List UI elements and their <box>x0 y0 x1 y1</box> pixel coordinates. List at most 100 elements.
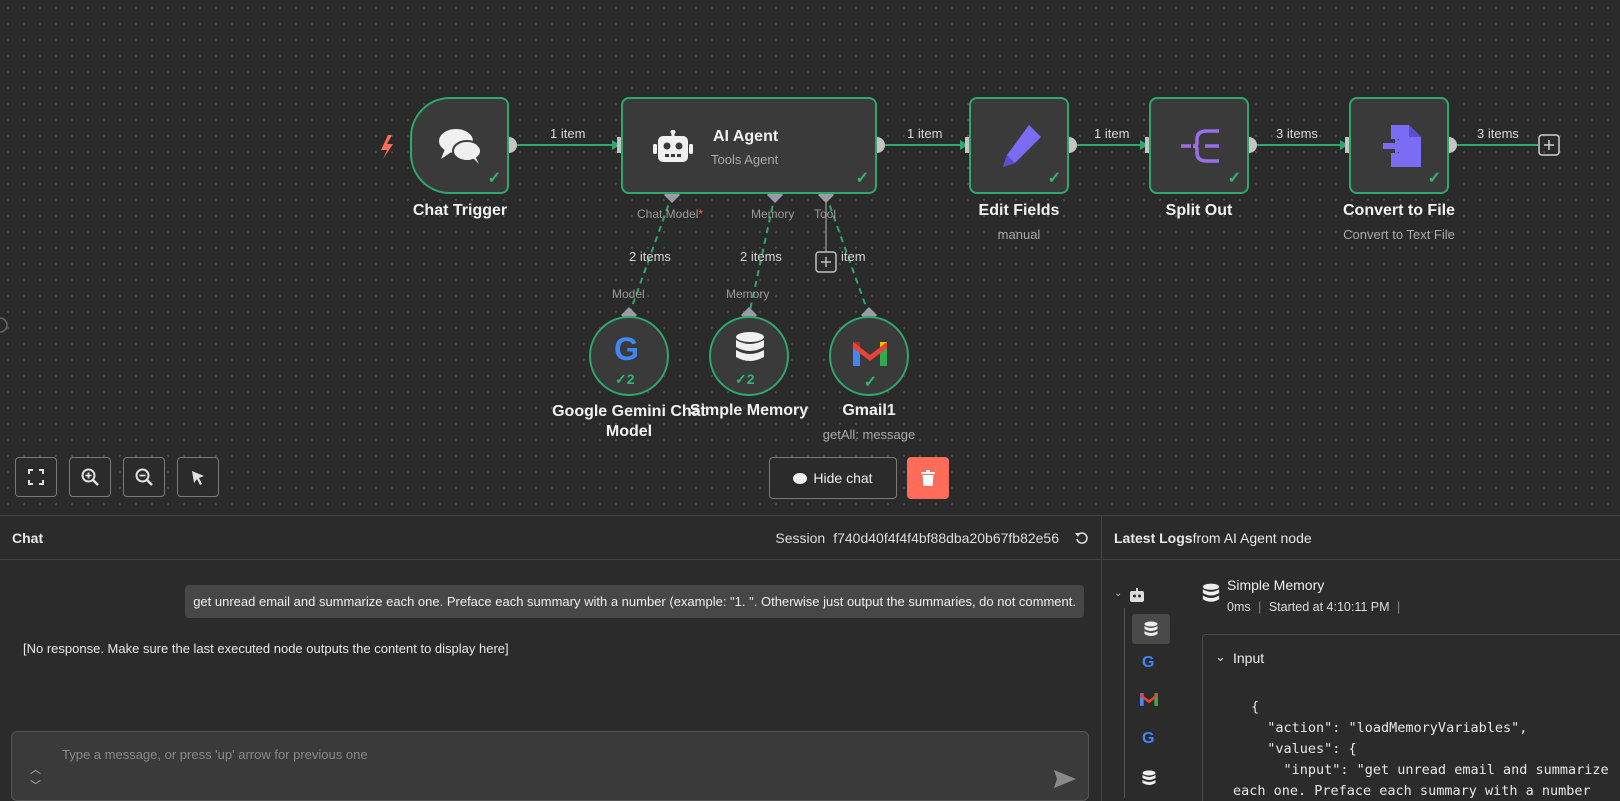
edge-memory-link[interactable] <box>748 194 776 316</box>
zoom-out-icon <box>135 468 153 486</box>
edge-label: 2 items <box>629 249 671 264</box>
edge-label: 2 items <box>740 249 782 264</box>
success-check-icon: ✓ <box>487 170 501 187</box>
log-input-section: ⌄ Input { "action": "loadMemoryVariables… <box>1202 634 1620 801</box>
node-google-gemini[interactable]: G ✓2 <box>589 316 669 396</box>
edge-arrow <box>1340 140 1348 150</box>
node-gmail[interactable]: ✓ <box>829 316 909 396</box>
hide-chat-button[interactable]: Hide chat <box>769 457 897 499</box>
google-icon[interactable]: G <box>1142 654 1155 671</box>
broom-icon <box>192 471 204 485</box>
node-subtitle: Convert to Text File <box>1343 227 1455 242</box>
chat-bubble-icon <box>793 472 808 484</box>
success-check-icon: ✓ <box>735 371 747 387</box>
fit-view-button[interactable] <box>15 457 57 497</box>
run-count: 2 <box>746 371 755 387</box>
database-icon <box>736 332 764 361</box>
gmail-icon <box>853 342 887 366</box>
node-simple-memory[interactable]: ✓2 <box>709 316 789 396</box>
pencil-icon <box>1003 125 1041 167</box>
logs-title: Latest Logs <box>1114 529 1193 546</box>
robot-icon[interactable] <box>1128 588 1146 602</box>
chat-input[interactable]: Type a message, or press 'up' arrow for … <box>11 731 1089 801</box>
fullscreen-icon <box>28 469 44 485</box>
node-chat-trigger[interactable]: ✓ <box>410 97 509 194</box>
node-split-out[interactable]: ✓ <box>1149 97 1249 194</box>
node-label: Gmail1 <box>842 402 896 419</box>
zoom-in-icon <box>81 468 99 486</box>
database-icon <box>1144 621 1158 636</box>
session-info: Session f740d40f4f4f4bf88dba20b67fb82e56 <box>775 530 1089 546</box>
split-icon <box>1181 129 1219 163</box>
edge-label: 3 items <box>1276 126 1318 141</box>
workflow-canvas[interactable]: ✓ Chat Trigger AI Agent Tools Agent ✓ ✓ … <box>0 0 1620 515</box>
section-label[interactable]: Input <box>1233 650 1265 666</box>
history-down-icon[interactable]: ﹀ <box>30 780 41 792</box>
session-id: f740d40f4f4f4bf88dba20b67fb82e56 <box>833 529 1059 546</box>
node-label: Edit Fields <box>978 202 1060 219</box>
clear-execution-button[interactable] <box>907 457 949 499</box>
logs-panel: Latest Logs from AI Agent node ⌄ G G Sim… <box>1102 515 1620 801</box>
port-label-chat-model: Chat Model* <box>637 207 704 221</box>
port-label-memory: Memory <box>751 207 795 221</box>
file-convert-icon <box>1383 125 1421 167</box>
chat-panel: Chat Session f740d40f4f4f4bf88dba20b67fb… <box>0 515 1102 801</box>
port-label-model: Model <box>612 287 645 301</box>
node-label: Split Out <box>1165 202 1233 219</box>
database-icon <box>1202 583 1220 603</box>
node-label: Convert to File <box>1342 202 1455 219</box>
edge-handle <box>0 317 8 333</box>
trash-icon <box>921 470 935 486</box>
node-ai-agent[interactable]: AI Agent Tools Agent ✓ <box>621 97 877 194</box>
google-icon[interactable]: G <box>1142 730 1155 747</box>
google-icon: G <box>614 331 639 367</box>
success-check-icon: ✓ <box>615 371 627 387</box>
zoom-in-button[interactable] <box>69 457 111 497</box>
session-label: Session <box>775 529 826 546</box>
edge-label: 1 item <box>1094 126 1130 141</box>
success-check-icon: ✓ <box>1427 170 1441 187</box>
node-edit-fields[interactable]: ✓ <box>969 97 1069 194</box>
node-convert-to-file[interactable]: ✓ <box>1349 97 1449 194</box>
log-entry-name: Simple Memory <box>1227 577 1325 593</box>
success-check-icon: ✓ <box>1047 170 1061 187</box>
success-check-icon: ✓ <box>1227 170 1241 187</box>
success-check-icon: ✓ <box>863 374 877 391</box>
gmail-icon[interactable] <box>1140 692 1158 706</box>
collapse-chevron-icon[interactable]: ⌄ <box>1215 649 1226 664</box>
node-subtitle: manual <box>997 227 1041 242</box>
history-up-icon[interactable]: ︿ <box>30 764 41 776</box>
collapse-chevron-icon[interactable]: ⌄ <box>1114 588 1123 599</box>
chat-title: Chat <box>12 529 44 546</box>
bot-message: [No response. Make sure the last execute… <box>23 641 509 656</box>
robot-icon <box>653 130 693 162</box>
trigger-bolt-icon <box>381 135 393 159</box>
tidy-up-button[interactable] <box>177 457 219 497</box>
edge-arrow <box>1140 140 1148 150</box>
run-count: 2 <box>626 371 635 387</box>
node-label: Chat Trigger <box>412 202 508 219</box>
edge-label: 3 items <box>1477 126 1519 141</box>
log-started: Started at 4:10:11 PM <box>1268 600 1390 614</box>
zoom-out-button[interactable] <box>123 457 165 497</box>
node-label: Simple Memory <box>689 402 809 419</box>
port-label-memory-in: Memory <box>726 287 770 301</box>
input-json: { "action": "loadMemoryVariables", "valu… <box>1233 699 1609 799</box>
edge-arrow <box>612 140 620 150</box>
tree-item-simple-memory[interactable] <box>1132 614 1170 644</box>
node-subtitle: getAll: message <box>822 427 916 442</box>
edge-label: 1 item <box>907 126 943 141</box>
refresh-session-icon[interactable] <box>1075 531 1089 545</box>
send-icon[interactable] <box>1054 770 1076 788</box>
edge-label: 1 item <box>550 126 586 141</box>
database-icon[interactable] <box>1142 770 1156 786</box>
node-title: AI Agent <box>713 128 779 145</box>
log-entry-meta: 0ms | Started at 4:10:11 PM | <box>1227 600 1401 614</box>
add-node-button[interactable] <box>1538 134 1560 156</box>
log-duration: 0ms <box>1227 600 1251 614</box>
logs-title-rest: from AI Agent node <box>1192 529 1312 546</box>
chat-input-placeholder: Type a message, or press 'up' arrow for … <box>62 747 368 762</box>
user-message: get unread email and summarize each one.… <box>185 585 1084 618</box>
success-check-icon: ✓ <box>855 170 869 187</box>
